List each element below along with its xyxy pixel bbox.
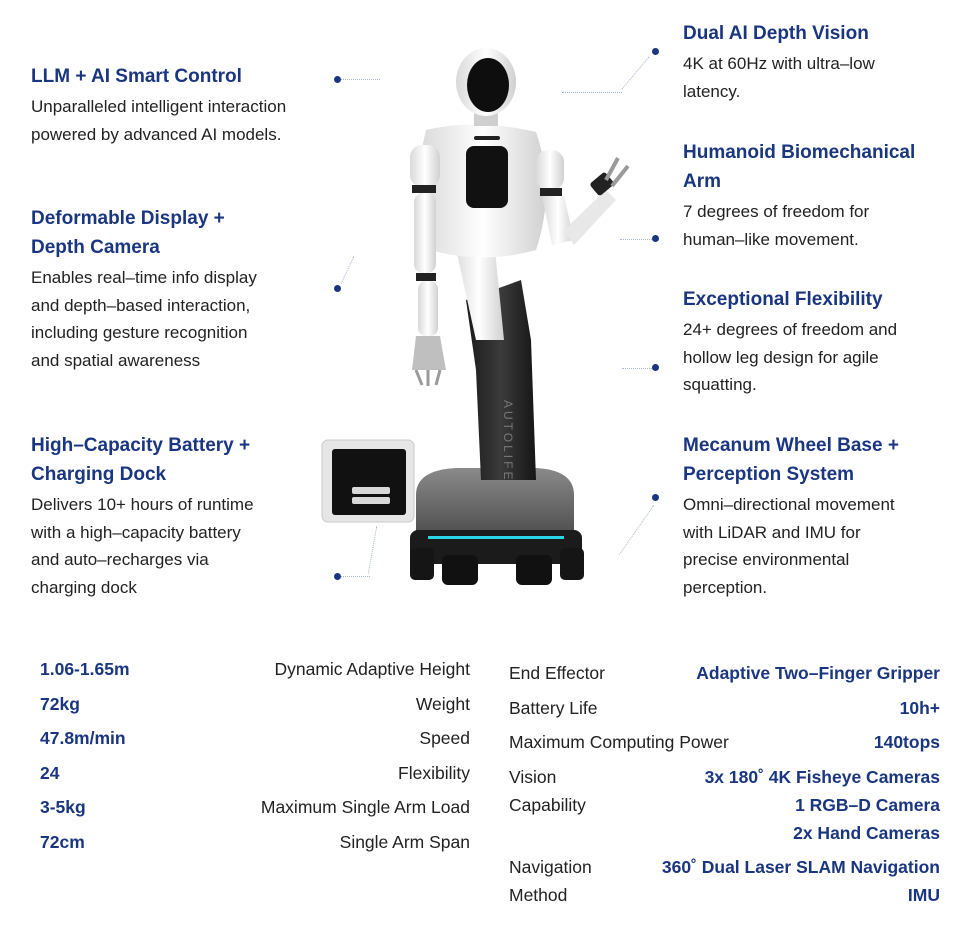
spec-name: Maximum Computing Power bbox=[509, 732, 729, 753]
spec-row: End Effector Adaptive Two–Finger Gripper bbox=[509, 659, 940, 694]
robot-leg: AUTOLIFE bbox=[454, 230, 536, 482]
specs-right: End Effector Adaptive Two–Finger Gripper… bbox=[509, 659, 940, 913]
robot-left-arm bbox=[410, 145, 446, 386]
feature-vision: Dual AI Depth Vision 4K at 60Hz with ult… bbox=[683, 19, 875, 105]
spec-name: Navigation Method bbox=[509, 856, 592, 905]
spec-value: 24 bbox=[40, 762, 60, 783]
robot-head bbox=[456, 48, 516, 126]
spec-value: Adaptive Two–Finger Gripper bbox=[696, 663, 940, 683]
feature-title: Exceptional Flexibility bbox=[683, 289, 883, 310]
feature-title: High–Capacity Battery + Charging Dock bbox=[31, 435, 251, 485]
feature-description: Delivers 10+ hours of runtime with a hig… bbox=[31, 495, 254, 597]
feature-title: Mecanum Wheel Base + Perception System bbox=[683, 435, 899, 485]
spec-value: 3x 180˚ 4K Fisheye Cameras 1 RGB–D Camer… bbox=[704, 766, 940, 843]
spec-row: 47.8m/min Speed bbox=[40, 728, 470, 763]
charging-dock bbox=[321, 439, 415, 523]
spec-name: Vision Capability bbox=[509, 766, 586, 815]
spec-row: Battery Life 10h+ bbox=[509, 694, 940, 729]
spec-value: 140tops bbox=[873, 732, 940, 753]
spec-row: Vision Capability 3x 180˚ 4K Fisheye Cam… bbox=[509, 763, 940, 853]
feature-battery: High–Capacity Battery + Charging Dock De… bbox=[31, 431, 254, 601]
spec-row: Navigation Method 360˚ Dual Laser SLAM N… bbox=[509, 853, 940, 913]
spec-row: 72kg Weight bbox=[40, 694, 470, 729]
spec-name: Speed bbox=[419, 728, 470, 749]
robot-brand-text: AUTOLIFE bbox=[501, 400, 515, 482]
spec-row: Maximum Computing Power 140tops bbox=[509, 728, 940, 763]
feature-description: Unparalleled intelligent interaction pow… bbox=[31, 97, 287, 144]
feature-description: 24+ degrees of freedom and hollow leg de… bbox=[683, 320, 898, 394]
feature-title: LLM + AI Smart Control bbox=[31, 66, 242, 87]
spec-value: 1.06-1.65m bbox=[40, 659, 130, 679]
feature-description: Enables real–time info display and depth… bbox=[31, 268, 257, 370]
feature-base: Mecanum Wheel Base + Perception System O… bbox=[683, 431, 899, 601]
feature-title: Deformable Display + Depth Camera bbox=[31, 208, 225, 258]
spec-name: Maximum Single Arm Load bbox=[260, 797, 470, 818]
spec-name: End Effector bbox=[509, 663, 605, 683]
spec-name: Dynamic Adaptive Height bbox=[274, 659, 470, 679]
spec-value: 72kg bbox=[40, 693, 80, 714]
spec-value: 360˚ Dual Laser SLAM Navigation IMU bbox=[661, 856, 940, 905]
feature-llm: LLM + AI Smart Control Unparalleled inte… bbox=[31, 62, 286, 148]
spec-value: 3-5kg bbox=[40, 797, 86, 818]
feature-title: Dual AI Depth Vision bbox=[683, 23, 869, 44]
spec-row: 3-5kg Maximum Single Arm Load bbox=[40, 797, 470, 832]
spec-name: Single Arm Span bbox=[339, 831, 470, 852]
spec-value: 72cm bbox=[40, 831, 85, 852]
feature-display: Deformable Display + Depth Camera Enable… bbox=[31, 204, 257, 374]
feature-title: Humanoid Biomechanical Arm bbox=[683, 142, 916, 192]
robot-torso bbox=[419, 124, 546, 258]
spec-value: 10h+ bbox=[899, 697, 940, 718]
spec-row: 1.06-1.65m Dynamic Adaptive Height bbox=[40, 659, 470, 694]
feature-description: 4K at 60Hz with ultra–low latency. bbox=[683, 54, 875, 101]
feature-arm: Humanoid Biomechanical Arm 7 degrees of … bbox=[683, 138, 915, 253]
mecanum-base bbox=[410, 468, 584, 585]
spec-name: Flexibility bbox=[398, 762, 470, 783]
spec-row: 72cm Single Arm Span bbox=[40, 832, 470, 867]
spec-value: 47.8m/min bbox=[40, 728, 126, 749]
feature-description: Omni–directional movement with LiDAR and… bbox=[683, 495, 895, 597]
spec-row: 24 Flexibility bbox=[40, 763, 470, 798]
robot-illustration: AUTOLIFE bbox=[321, 48, 630, 585]
robot-right-arm bbox=[536, 150, 630, 245]
specs-left: 1.06-1.65m Dynamic Adaptive Height 72kg … bbox=[40, 659, 470, 867]
feature-flexibility: Exceptional Flexibility 24+ degrees of f… bbox=[683, 285, 897, 399]
spec-name: Battery Life bbox=[509, 697, 598, 718]
spec-name: Weight bbox=[415, 693, 470, 714]
feature-description: 7 degrees of freedom for human–like move… bbox=[683, 202, 870, 249]
